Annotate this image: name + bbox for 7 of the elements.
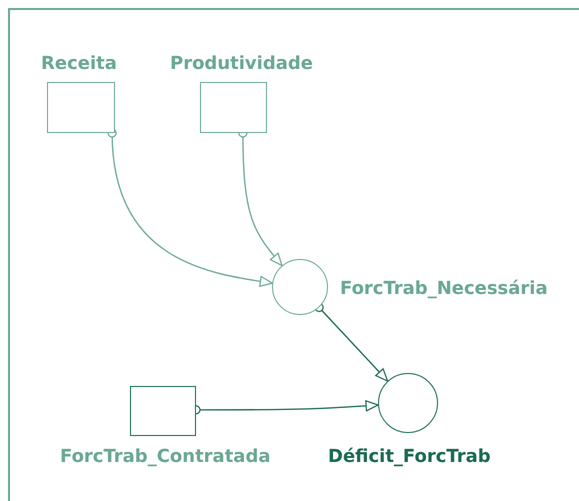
node-label: Produtividade: [170, 53, 313, 75]
node-label: Receita: [41, 53, 117, 75]
node-label: ForcTrab_Necessária: [340, 278, 548, 300]
node-label: ForcTrab_Contratada: [60, 446, 270, 468]
connector-arrow: [108, 128, 273, 287]
node-label: Déficit_ForcTrab: [328, 446, 491, 468]
connector-arrow: [314, 302, 388, 382]
